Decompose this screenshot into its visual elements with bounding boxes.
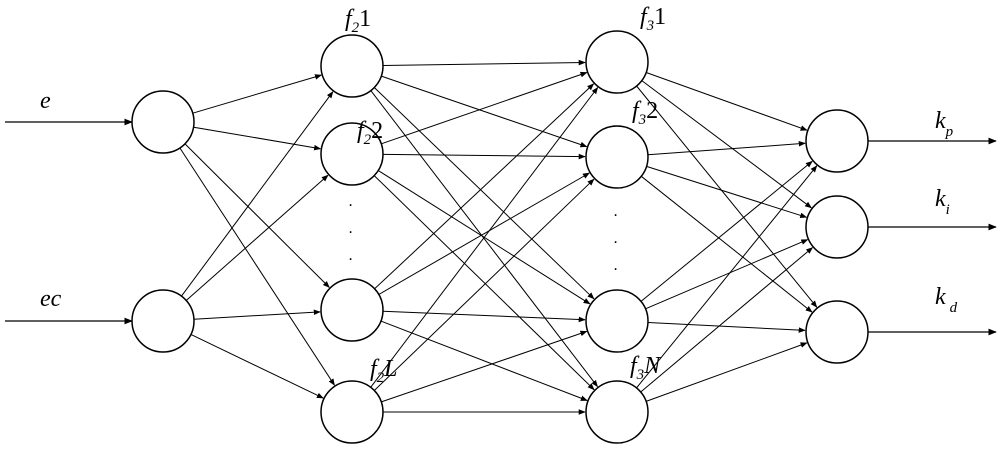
layer3-to-output-edge-1-0 [647, 140, 806, 156]
layer2-label-2: f22 [357, 118, 383, 148]
layer2-ellipsis-dot-3: . [349, 247, 353, 264]
layer3-node-1 [585, 30, 649, 94]
layer2-node-2 [320, 122, 384, 186]
layer2-to-layer3-edge-0-0 [382, 59, 586, 66]
input-to-layer2-edge-1-3 [190, 333, 324, 399]
output-label-ki: ki [935, 186, 950, 218]
output-node-ki [805, 195, 869, 259]
layer3-label-1: f31 [640, 4, 666, 34]
layer3-label-1-tail: 1 [654, 4, 666, 30]
layer3-label-2: f32 [632, 98, 658, 128]
layer3-ellipsis: . . . [614, 203, 618, 274]
layer3-label-N-tail: N [643, 353, 662, 379]
layer2-to-layer3-edge-2-3 [380, 320, 588, 401]
layer2-to-layer3-edge-3-1 [373, 178, 595, 391]
input-to-layer2-edge-1-1 [185, 174, 329, 301]
layer3-ellipsis-dot-3: . [614, 257, 618, 274]
nodes [131, 30, 869, 444]
input-node-ec [131, 289, 195, 353]
layer3-to-output-edge-1-2 [640, 175, 813, 313]
layer3-to-output-edge-3-2 [645, 342, 808, 402]
output-label-kp: kp [935, 108, 954, 140]
layer3-node-3 [585, 289, 649, 353]
layer3-ellipsis-dot-2: . [614, 230, 618, 247]
connection-edges [179, 59, 818, 415]
layer2-to-layer3-edge-0-2 [373, 87, 595, 300]
layer3-label-1-sub: 3 [646, 18, 655, 34]
output-label-kd-base: k [935, 284, 946, 310]
layer3-label-N: f3N [630, 353, 662, 383]
layer3-to-output-edge-3-0 [636, 165, 818, 389]
input-to-layer2-edge-0-3 [179, 147, 335, 386]
layer2-node-3 [320, 278, 384, 342]
output-label-kp-base: k [935, 108, 946, 134]
layer2-label-1-tail: 1 [359, 6, 371, 32]
layer2-label-L-base: f [370, 356, 380, 382]
layer2-label-2-sub: 2 [364, 132, 372, 148]
layer3-to-output-edge-3-1 [640, 247, 814, 393]
output-label-ki-sub: i [946, 202, 950, 218]
layer3-label-2-base: f [632, 98, 642, 124]
layer2-label-2-tail: 2 [371, 118, 383, 144]
layer3-to-output-edge-2-0 [640, 160, 813, 302]
layer3-to-output-edge-2-2 [647, 322, 806, 333]
layer2-ellipsis-dot-2: . [349, 220, 353, 237]
layer3-label-1-base: f [640, 4, 650, 30]
layer2-ellipsis: . . . [349, 193, 353, 264]
layer3-to-output-edge-1-1 [646, 165, 808, 219]
input-to-layer2-edge-0-1 [193, 126, 322, 151]
layer2-to-layer3-edge-1-1 [382, 153, 586, 160]
input-lines [5, 118, 133, 325]
layer3-label-2-sub: 3 [638, 112, 647, 128]
layer2-label-1: f21 [345, 6, 371, 36]
layer2-ellipsis-dot-1: . [349, 193, 353, 210]
layer2-label-1-base: f [345, 6, 355, 32]
layer2-label-2-base: f [357, 118, 367, 144]
layer2-to-layer3-edge-2-0 [374, 83, 595, 290]
input-to-layer2-edge-0-2 [184, 143, 330, 288]
input-to-layer2-edge-1-2 [193, 309, 321, 320]
layer2-to-layer3-edge-0-3 [370, 90, 598, 388]
layer2-label-1-sub: 2 [352, 20, 360, 36]
layer2-to-layer3-edge-0-1 [381, 75, 588, 148]
layer3-to-output-edge-0-0 [646, 72, 808, 131]
output-label-ki-base: k [935, 186, 946, 212]
input-label-e: e [40, 88, 51, 114]
layer2-to-layer3-edge-2-1 [378, 172, 590, 295]
layer3-to-output-edge-2-1 [645, 239, 809, 310]
layer3-label-N-sub: 3 [636, 367, 645, 383]
layer2-node-L [320, 380, 384, 444]
output-label-kp-sub: p [945, 124, 954, 140]
input-to-layer2-edge-0-0 [192, 74, 322, 114]
layer2-node-1 [320, 34, 384, 98]
layer2-to-layer3-edge-3-2 [381, 330, 588, 403]
output-label-kd-sub: d [950, 300, 958, 316]
layer3-label-N-base: f [630, 353, 640, 379]
layer2-to-layer3-edge-1-0 [381, 71, 588, 145]
layer2-to-layer3-edge-3-0 [370, 86, 599, 388]
layer3-label-2-tail: 2 [646, 98, 658, 124]
input-node-e [131, 90, 195, 154]
layer3-to-output-edge-0-2 [636, 85, 818, 308]
layer2-label-L-sub: 2 [377, 370, 385, 386]
layer3-node-N [585, 380, 649, 444]
input-to-layer2-edge-1-0 [181, 91, 334, 297]
layer3-to-output-edge-0-1 [641, 80, 812, 209]
layer3-ellipsis-dot-1: . [614, 203, 618, 220]
layer3-node-2 [585, 125, 649, 189]
layer2-to-layer3-edge-1-3 [373, 175, 595, 391]
layer2-to-layer3-edge-2-2 [382, 310, 586, 323]
input-label-ec: ec [40, 286, 62, 312]
output-lines [867, 137, 997, 336]
layer2-label-L: f2L [370, 356, 398, 386]
layer2-label-L-tail: L [383, 356, 397, 382]
output-node-kd [805, 300, 869, 364]
output-node-kp [805, 109, 869, 173]
